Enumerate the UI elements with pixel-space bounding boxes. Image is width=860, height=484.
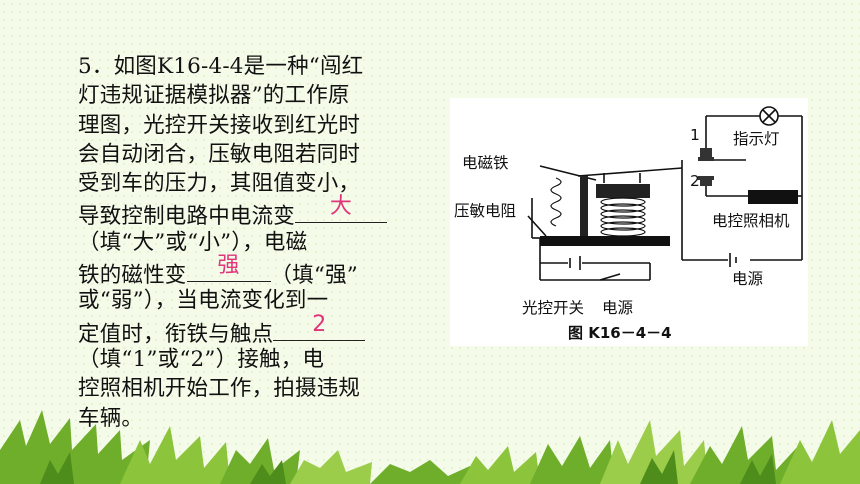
question-line-text: 控照相机开始工作，拍摄违规 xyxy=(78,376,361,402)
label-power-left: 电源 xyxy=(602,299,633,317)
question-line: 控照相机开始工作，拍摄违规 xyxy=(78,374,450,403)
label-power-right: 电源 xyxy=(732,270,763,288)
question-line-text: 5．如图K16-4-4是一种“闯红 xyxy=(78,54,364,79)
indicator-lamp-icon xyxy=(759,106,779,126)
question-line: 会自动闭合，压敏电阻若同时 xyxy=(78,140,450,169)
answer-blank-1[interactable]: 大 xyxy=(295,194,388,224)
question-line: 车辆。 xyxy=(78,404,450,433)
circuit-diagram: 电磁铁 压敏电阻 光控开关 电源 1 2 指示灯 电控照相机 电源 图 K16－… xyxy=(450,98,808,346)
question-line-text: （填“1”或“2”）接触，电 xyxy=(78,346,325,372)
question-line: 受到车的压力，其阻值变小， xyxy=(78,169,450,198)
contact-1 xyxy=(700,148,712,158)
question-line: 定值时，衔铁与触点 2 xyxy=(78,312,450,347)
question-text: 5．如图K16-4-4是一种“闯红 灯违规证据模拟器”的工作原 理图，光控开关接… xyxy=(78,52,450,433)
question-line: 理图，光控开关接收到红光时 xyxy=(78,111,450,140)
answer-blank-3[interactable]: 2 xyxy=(273,312,366,341)
contact-2 xyxy=(698,176,714,180)
answer-1: 大 xyxy=(329,194,353,220)
question-line-text: 定值时，衔铁与触点 xyxy=(78,321,274,347)
camera-block xyxy=(748,190,798,204)
grass-decoration xyxy=(0,410,860,484)
label-electromagnet: 电磁铁 xyxy=(462,154,509,172)
label-varistor: 压敏电阻 xyxy=(454,202,516,220)
question-line-text: （填“强” xyxy=(270,263,358,289)
question-line-text: 受到车的压力，其阻值变小， xyxy=(78,171,361,197)
question-line: 5．如图K16-4-4是一种“闯红 xyxy=(78,52,450,81)
answer-blank-2[interactable]: 强 xyxy=(186,253,271,283)
question-line-text: 理图，光控开关接收到红光时 xyxy=(78,112,361,138)
label-camera: 电控照相机 xyxy=(712,212,790,230)
question-line: 导致控制电路中电流变 大 xyxy=(78,194,450,230)
label-indicator: 指示灯 xyxy=(733,130,780,148)
question-line: （填“1”或“2”）接触，电 xyxy=(78,345,450,374)
question-line-text: 铁的磁性变 xyxy=(78,263,187,289)
answer-2: 强 xyxy=(217,253,240,279)
electromagnet-core xyxy=(596,184,650,198)
question-line-text: 导致控制电路中电流变 xyxy=(78,204,296,230)
varistor-block xyxy=(540,236,670,246)
answer-3: 2 xyxy=(312,311,327,337)
question-line: 灯违规证据模拟器”的工作原 xyxy=(78,81,450,110)
question-line-text: （填“大”或“小”），电磁 xyxy=(78,229,308,255)
label-contact-2: 2 xyxy=(690,172,700,190)
question-line-text: 或“弱”），当电流变化到一 xyxy=(78,288,329,314)
label-light-switch: 光控开关 xyxy=(522,299,584,317)
circuit-svg: 电磁铁 压敏电阻 光控开关 电源 1 2 指示灯 电控照相机 电源 图 K16－… xyxy=(454,106,803,342)
question-line-text: 会自动闭合，压敏电阻若同时 xyxy=(78,141,361,167)
question-line: 或“弱”），当电流变化到一 xyxy=(78,286,450,315)
figure-caption: 图 K16－4－4 xyxy=(568,324,672,342)
question-line-text: 车辆。 xyxy=(78,405,144,431)
label-contact-1: 1 xyxy=(690,126,700,144)
question-line-text: 灯违规证据模拟器”的工作原 xyxy=(78,83,350,109)
question-line: 铁的磁性变 强 （填“强” xyxy=(78,253,450,289)
question-line: （填“大”或“小”），电磁 xyxy=(78,228,450,257)
